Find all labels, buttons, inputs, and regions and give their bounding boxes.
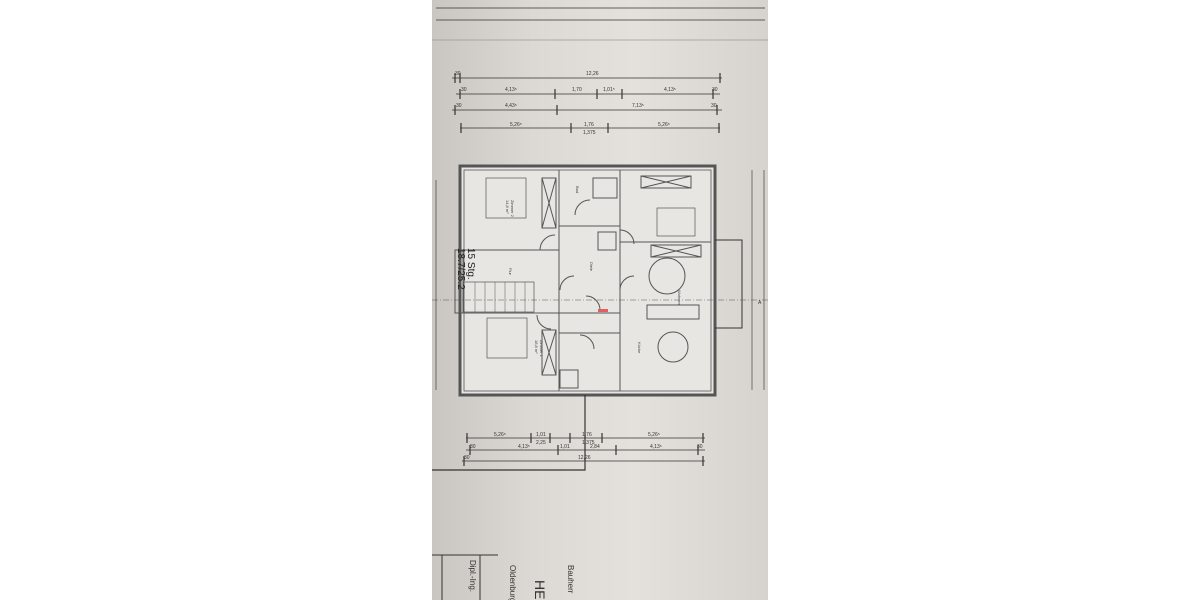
dim-label: 4,13⁵ xyxy=(505,87,517,93)
dim-label: 4,13⁵ xyxy=(664,87,676,93)
dim-label: 30 xyxy=(455,71,461,77)
title-text: HE xyxy=(532,580,548,599)
dim-label: 4,43⁵ xyxy=(505,103,517,109)
title-block: Bauherr Dipl.-Ing. Oldenburg HE xyxy=(432,554,575,600)
dim-label: 1,01 xyxy=(536,432,546,438)
room-label: Wohnen xyxy=(677,290,682,305)
dim-label: 1,375 xyxy=(583,130,596,136)
dim-label: 2,84 xyxy=(590,444,600,450)
dim-label: 4,13⁵ xyxy=(650,444,662,450)
room-label: Zimmer 1 xyxy=(539,340,544,358)
room-area: 18,8 m² xyxy=(534,340,539,354)
room-labels: Zimmer 2 14,8 m² Bad Diele Flur Zimmer 1… xyxy=(505,186,682,358)
dim-label: 30 xyxy=(697,444,703,450)
dim-label: 5,26⁵ xyxy=(658,122,670,128)
room-label: Bad xyxy=(575,186,580,193)
room-label: Diele xyxy=(589,262,594,272)
dim-label: 1,01 xyxy=(560,444,570,450)
dim-label: 12,26 xyxy=(586,71,599,77)
dim-label: 30 xyxy=(711,103,717,109)
title-text: Dipl.-Ing. xyxy=(468,560,477,592)
top-dimension-lines xyxy=(452,73,722,133)
stair-ratio-label: 18.7/25.2 xyxy=(455,248,466,290)
dim-label: 1,375 xyxy=(582,440,595,446)
plan-walls xyxy=(432,164,743,471)
dim-label: 5,26⁵ xyxy=(510,122,522,128)
dim-label: 1,70 xyxy=(572,87,582,93)
section-marker: A xyxy=(758,300,762,306)
dim-label: 5,26⁵ xyxy=(494,432,506,438)
dim-label: 7,13⁵ xyxy=(632,103,644,109)
dim-label: 4,13⁵ xyxy=(518,444,530,450)
dim-label: 30 xyxy=(456,103,462,109)
dim-label: 1,76 xyxy=(582,432,592,438)
stair-steps-label: 15 Stg. xyxy=(465,248,476,280)
dim-label: 12,26 xyxy=(578,455,591,461)
room-area: 14,8 m² xyxy=(505,200,510,214)
bottom-dimension-lines xyxy=(462,433,705,466)
title-text: Bauherr xyxy=(566,565,575,594)
red-marker xyxy=(598,309,608,312)
room-label: Küche xyxy=(637,342,642,354)
room-label: Flur xyxy=(508,268,513,276)
dim-label: 2,25 xyxy=(536,440,546,446)
top-edge-dimensions xyxy=(432,7,768,41)
title-text: Oldenburg xyxy=(508,565,517,600)
room-label: Zimmer 2 xyxy=(510,200,515,218)
dim-label: 5,26⁵ xyxy=(648,432,660,438)
dim-label: 30 xyxy=(712,87,718,93)
dim-label: 1,01⁵ xyxy=(603,87,615,93)
dim-label: 30 xyxy=(461,87,467,93)
dim-label: 30 xyxy=(470,444,476,450)
dim-label: 30 xyxy=(464,455,470,461)
right-dimension-lines xyxy=(435,170,765,390)
dim-label: 1,76 xyxy=(584,122,594,128)
